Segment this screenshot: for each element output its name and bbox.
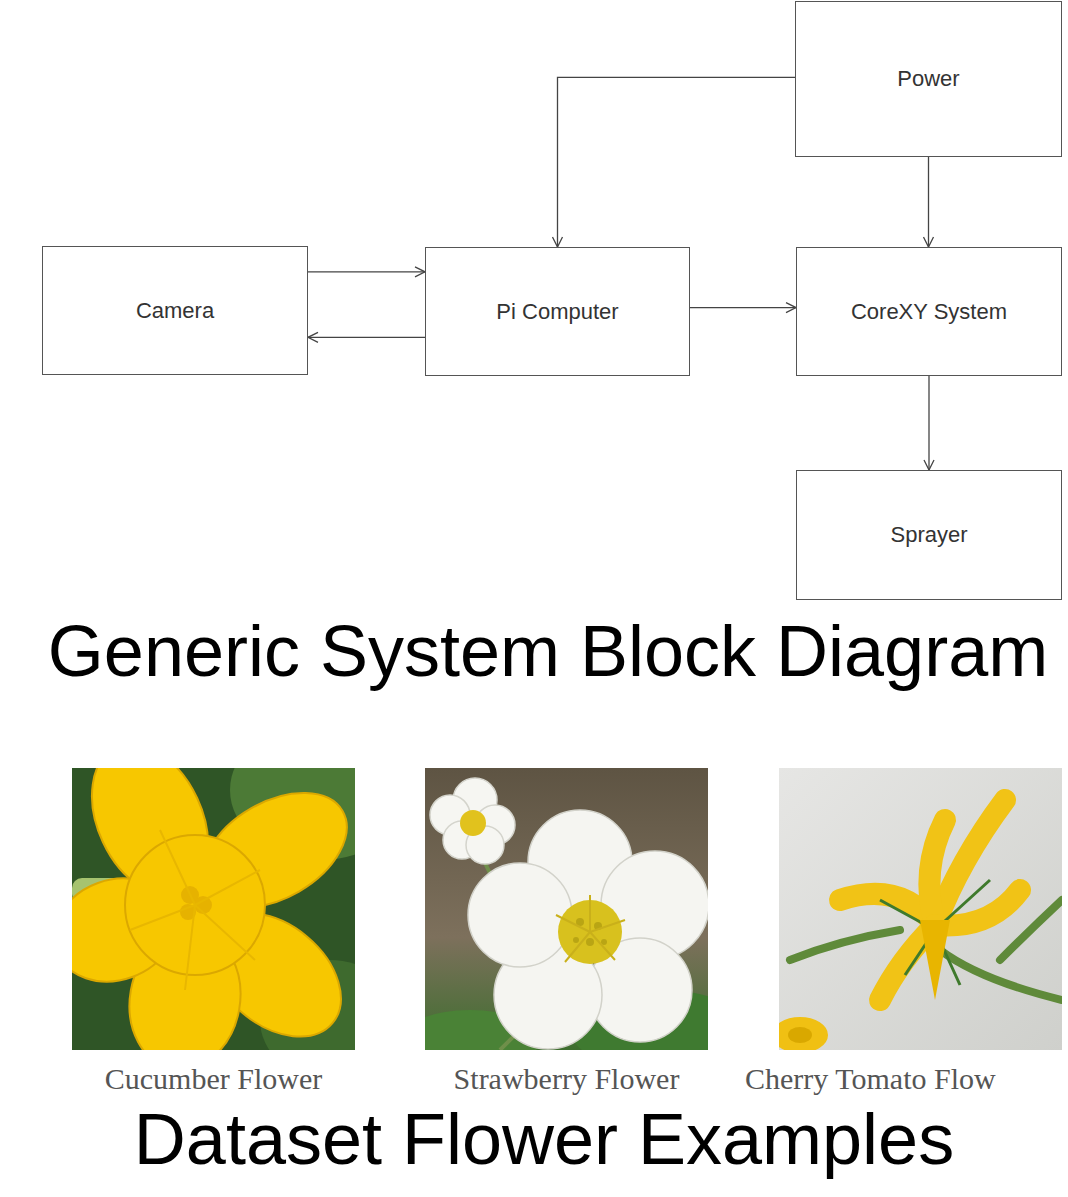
arrow-connector bbox=[308, 271, 425, 272]
process-box: CoreXY System bbox=[796, 247, 1062, 376]
tomato-photo bbox=[779, 768, 1062, 1050]
box-label: Power bbox=[897, 66, 959, 92]
photo-caption: Strawberry Flower bbox=[420, 1062, 713, 1095]
process-box: Power bbox=[795, 1, 1062, 157]
process-box: Sprayer bbox=[796, 470, 1062, 600]
process-box: Camera bbox=[42, 246, 308, 375]
box-label: Sprayer bbox=[890, 522, 967, 548]
photo-caption: Cucumber Flower bbox=[72, 1062, 355, 1095]
arrow-connector bbox=[308, 337, 425, 338]
photo-caption: Cherry Tomato Flow bbox=[745, 1062, 1065, 1095]
strawberry-photo bbox=[425, 768, 708, 1050]
diagram-title: Generic System Block Diagram bbox=[14, 612, 1068, 691]
box-label: Pi Computer bbox=[496, 299, 618, 325]
arrow-connector bbox=[928, 157, 929, 247]
arrow-connector bbox=[690, 307, 796, 308]
box-label: CoreXY System bbox=[851, 299, 1007, 325]
arrow-connector bbox=[558, 77, 796, 247]
arrow-connector bbox=[928, 376, 929, 470]
process-box: Pi Computer bbox=[425, 247, 690, 376]
section-heading: Dataset Flower Examples bbox=[10, 1100, 1068, 1179]
cucumber-photo bbox=[72, 768, 355, 1050]
box-label: Camera bbox=[136, 298, 214, 324]
